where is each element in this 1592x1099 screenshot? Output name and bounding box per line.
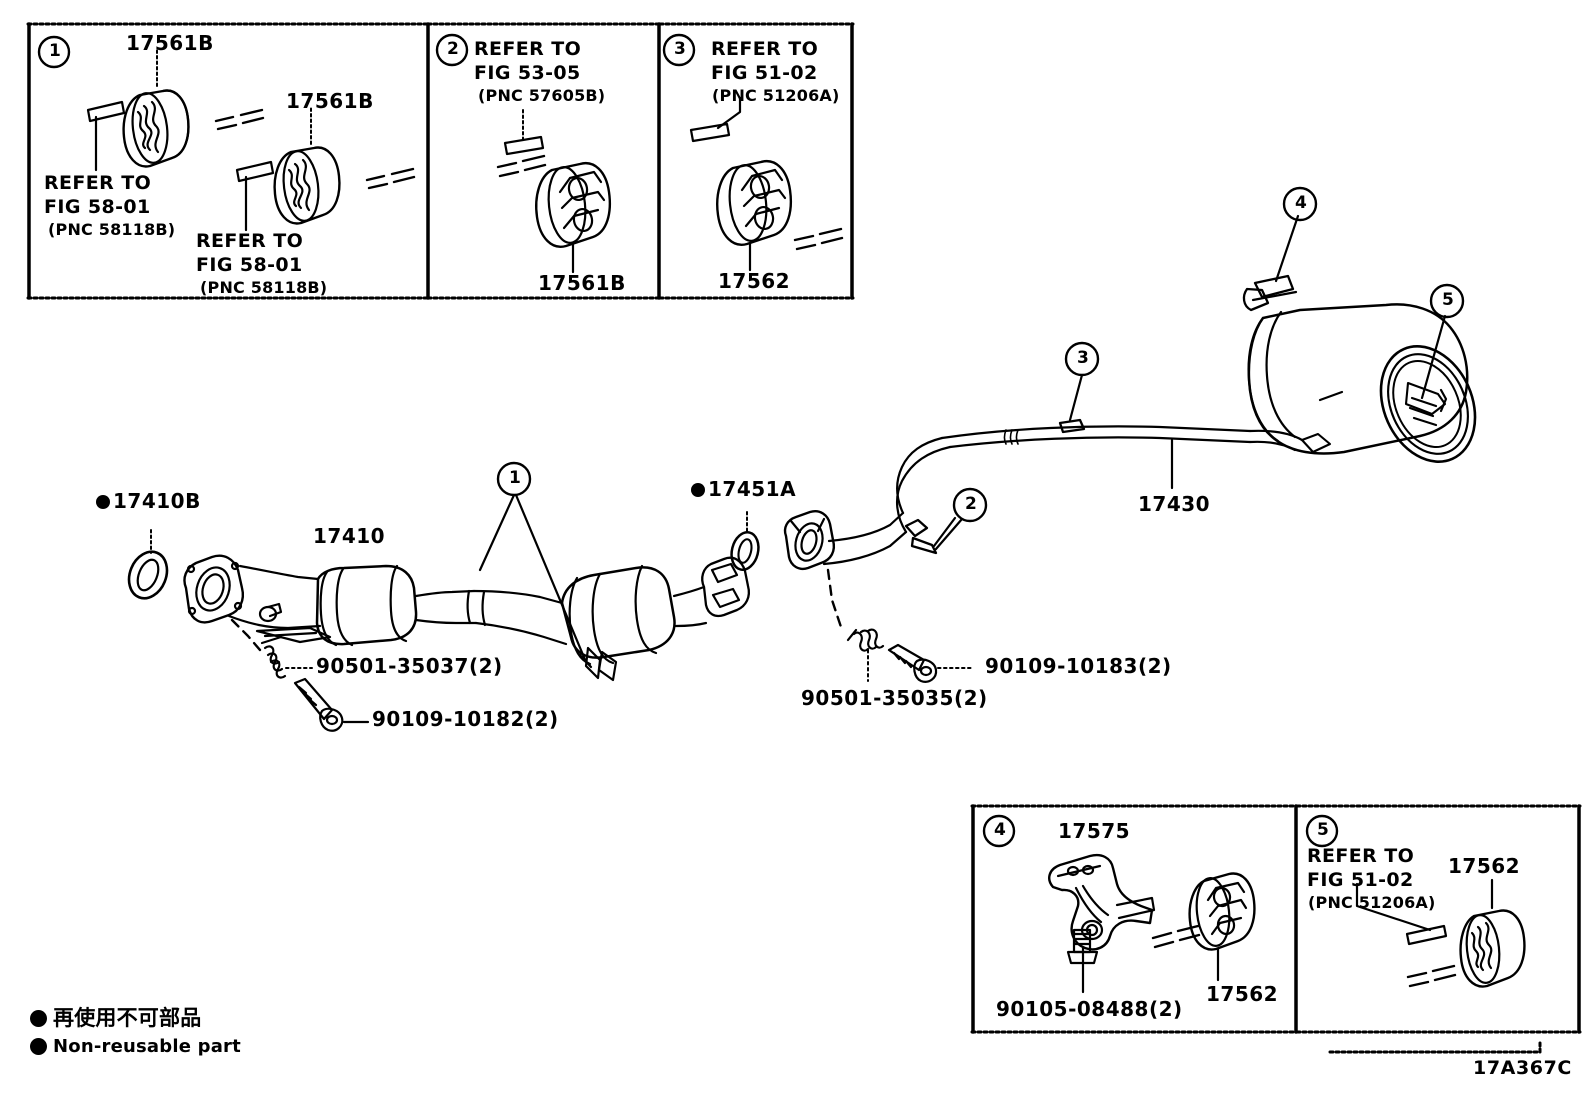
legend-dot-icon-en — [30, 1038, 47, 1056]
non-reusable-dot-icon-2 — [691, 483, 705, 497]
legend-japanese-text: 再使用不可部品 — [53, 1006, 202, 1030]
legend-japanese: 再使用不可部品 — [30, 1006, 201, 1031]
panel2-part-label: 17561B — [538, 271, 626, 295]
non-reusable-dot-icon — [96, 495, 110, 509]
muffler-assembly — [1242, 214, 1477, 463]
front-fasteners — [230, 618, 370, 732]
callout-panel-5: 5 — [1317, 820, 1330, 840]
panel4-support-label: 17562 — [1206, 982, 1279, 1006]
panel1-refer2-line2: FIG 58-01 — [196, 254, 303, 276]
center-fasteners — [826, 517, 973, 683]
diagram-code: 17A367C — [1473, 1057, 1572, 1079]
panel2-refer-pnc: (PNC 57605B) — [478, 86, 606, 105]
front-pipe-catalytic-17410 — [183, 554, 568, 647]
panel3-refer-pnc: (PNC 51206A) — [712, 86, 840, 105]
legend-english-text: Non-reusable part — [53, 1036, 241, 1057]
panel1-refer-line1: REFER TO — [44, 172, 152, 194]
panel2-refer-line1: REFER TO — [474, 38, 582, 60]
legend-english: Non-reusable part — [30, 1036, 241, 1057]
panel4-bolt-label: 90105-08488(2) — [996, 997, 1183, 1021]
callout-circles — [37, 33, 1465, 848]
panel5-refer-line2: FIG 51-02 — [1307, 869, 1414, 891]
label-gasket-center: 17451A — [691, 477, 796, 502]
panel1-refer-line2: FIG 58-01 — [44, 196, 151, 218]
panel1-art — [86, 47, 416, 232]
panel2-art — [496, 109, 611, 274]
callout-panel-4: 4 — [994, 820, 1007, 840]
callout-main-4: 4 — [1295, 193, 1308, 213]
front-gasket-17410B — [127, 529, 169, 600]
label-bolt-front: 90109-10182(2) — [372, 707, 559, 731]
panel5-part-label: 17562 — [1448, 854, 1521, 878]
center-gasket-17451A — [730, 511, 760, 571]
panel5-refer-line1: REFER TO — [1307, 845, 1415, 867]
center-rear-pipe-17430 — [783, 373, 1304, 571]
label-gasket-front: 17410B — [96, 489, 201, 514]
panel5-art — [1355, 878, 1526, 988]
panel4-bracket-label: 17575 — [1058, 819, 1131, 843]
panel3-refer-line2: FIG 51-02 — [711, 62, 818, 84]
legend-dot-icon-jp — [30, 1009, 47, 1027]
label-catalytic-converter: 17410 — [313, 524, 386, 548]
label-bolt-center: 90109-10183(2) — [985, 654, 1172, 678]
callout-main-5: 5 — [1442, 290, 1455, 310]
label-tail-pipe-muffler: 17430 — [1138, 492, 1211, 516]
callout-main-2: 2 — [965, 494, 978, 514]
rear-converter-assembly — [478, 493, 750, 682]
callout-panel-1: 1 — [49, 41, 62, 61]
panel1-refer2-pnc: (PNC 58118B) — [200, 278, 328, 297]
panel1-refer-pnc: (PNC 58118B) — [48, 220, 176, 239]
panel5-refer-pnc: (PNC 51206A) — [1308, 893, 1436, 912]
panel1-refer2-line1: REFER TO — [196, 230, 304, 252]
panel3-part-label: 17562 — [718, 269, 791, 293]
panel3-refer-line1: REFER TO — [711, 38, 819, 60]
callout-main-3: 3 — [1077, 348, 1090, 368]
panel1-part-bottom-label: 17561B — [286, 89, 374, 113]
label-spring-front: 90501-35037(2) — [316, 654, 503, 678]
panel-frames — [26, 22, 1582, 1054]
panel3-art — [689, 96, 844, 272]
panel2-refer-line2: FIG 53-05 — [474, 62, 581, 84]
callout-main-1: 1 — [509, 468, 522, 488]
callout-panel-3: 3 — [674, 39, 687, 59]
panel1-part-top-label: 17561B — [126, 31, 214, 55]
label-spring-center: 90501-35035(2) — [801, 686, 988, 710]
panel4-art — [1048, 854, 1256, 994]
callout-panel-2: 2 — [447, 39, 460, 59]
